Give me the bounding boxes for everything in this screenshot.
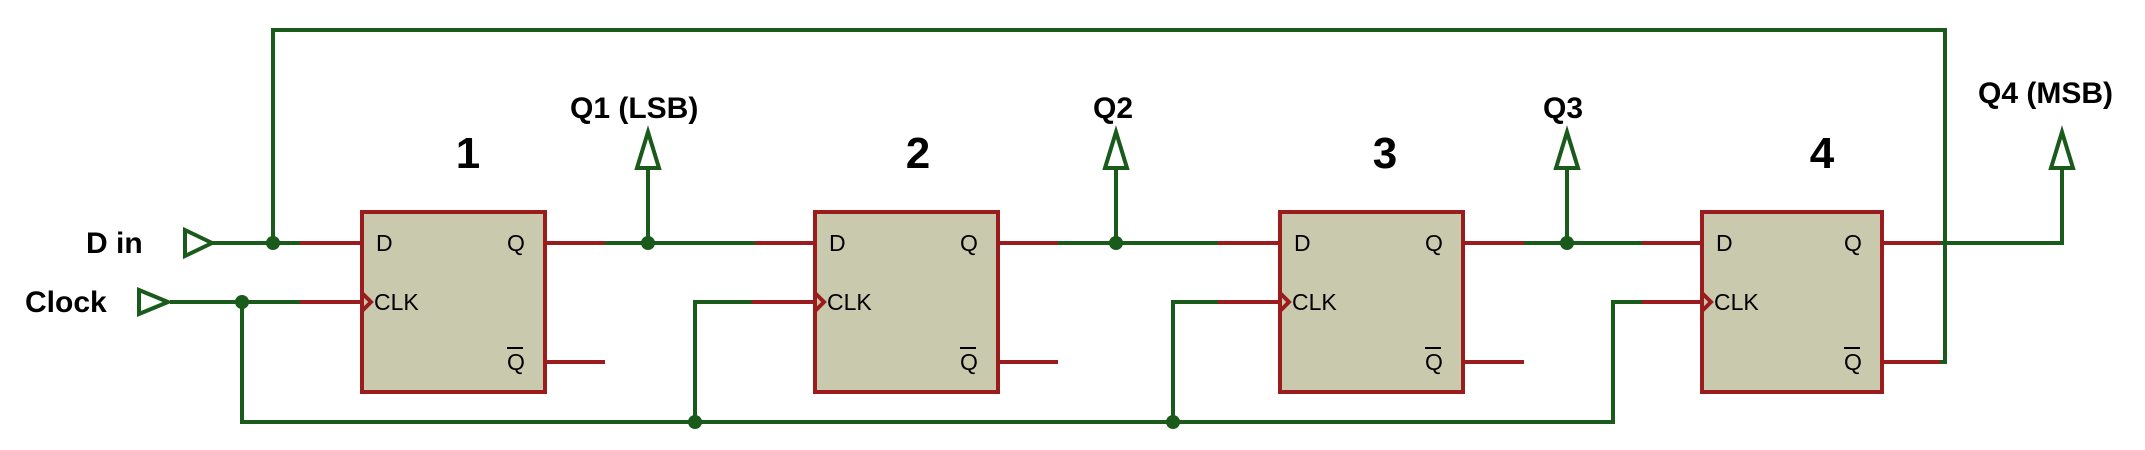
flipflop-number: 1	[456, 129, 480, 178]
q2-label: Q2	[1093, 92, 1133, 125]
junction-dot	[1109, 236, 1123, 250]
qbar-pin-label: Q	[1844, 349, 1862, 375]
clk-pin-label: CLK	[374, 289, 419, 315]
clock-ff3-wire	[1171, 300, 1218, 422]
wires	[170, 28, 2064, 424]
clock-terminal-icon	[137, 287, 174, 317]
d-pin-label: D	[376, 230, 393, 256]
qbar-pin-label: Q	[1425, 349, 1443, 375]
q1-output-terminal-icon	[634, 125, 662, 170]
qbar-pin-label: Q	[507, 349, 525, 375]
q3-label: Q3	[1543, 92, 1583, 125]
q4-output-terminal-icon	[2048, 125, 2076, 170]
clk-edge-icon	[360, 291, 374, 313]
flipflop-body	[360, 210, 547, 394]
junction-dot	[688, 415, 702, 429]
d-in-terminal-icon	[183, 226, 217, 260]
q4-label: Q4 (MSB)	[1978, 77, 2113, 110]
q2-output-terminal-icon	[1102, 125, 1130, 170]
flipflop-number: 2	[906, 129, 930, 178]
clock-ff2-wire	[693, 300, 752, 422]
clock-bus-wire	[240, 300, 1642, 424]
junction-dot	[266, 236, 280, 250]
q3-output-terminal-icon	[1553, 125, 1581, 170]
q-pin-label: Q	[960, 230, 978, 256]
clk-pin-label: CLK	[1714, 289, 1759, 315]
flipflop-body	[1278, 210, 1465, 394]
flipflop-body	[1700, 210, 1884, 394]
clk-pin-label: CLK	[827, 289, 872, 315]
clk-pin-label: CLK	[1292, 289, 1337, 315]
clk-edge-icon	[813, 291, 827, 313]
junctions	[235, 236, 1574, 429]
clk-edge-icon	[1700, 291, 1714, 313]
flipflop-number: 4	[1810, 129, 1835, 178]
feedback-wire	[271, 28, 1947, 364]
flipflop-1: 1 D CLK Q Q	[300, 129, 605, 394]
qbar-pin-label: Q	[960, 349, 978, 375]
junction-dot	[1560, 236, 1574, 250]
flipflop-number: 3	[1373, 129, 1397, 178]
q-pin-label: Q	[1425, 230, 1443, 256]
clk-edge-icon	[1278, 291, 1292, 313]
d-pin-label: D	[1294, 230, 1311, 256]
flipflop-3: 3 D CLK Q Q	[1218, 129, 1524, 394]
q-pin-label: Q	[1844, 230, 1862, 256]
junction-dot	[235, 295, 249, 309]
d-pin-label: D	[829, 230, 846, 256]
q-pin-label: Q	[507, 230, 525, 256]
flipflop-2: 2 D CLK Q Q	[752, 129, 1058, 394]
junction-dot	[1166, 415, 1180, 429]
flipflop-4: 4 D CLK Q Q	[1642, 129, 1940, 394]
d-in-label: D in	[86, 227, 143, 260]
q4-wire	[1940, 170, 2064, 245]
clock-label: Clock	[25, 286, 107, 319]
flipflop-body	[813, 210, 1000, 394]
d-pin-label: D	[1716, 230, 1733, 256]
junction-dot	[641, 236, 655, 250]
q1-label: Q1 (LSB)	[570, 92, 698, 125]
